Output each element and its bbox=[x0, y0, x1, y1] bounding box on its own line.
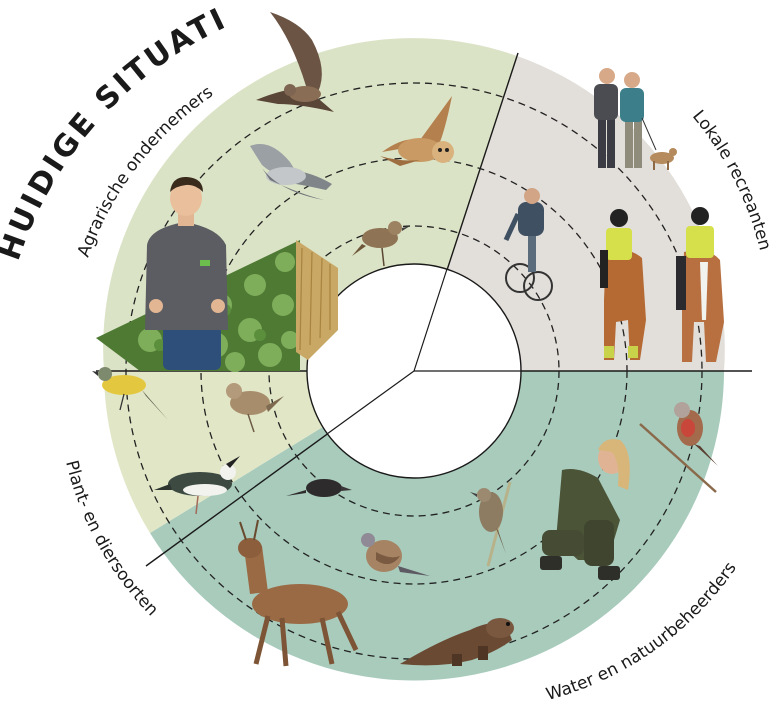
hub-divider-sw bbox=[326, 370, 415, 435]
ring-outer bbox=[125, 82, 703, 660]
horse-rider-icon bbox=[600, 209, 646, 360]
dashed-rings bbox=[125, 82, 703, 660]
otter-icon bbox=[400, 618, 514, 666]
agrarische-illustrations bbox=[96, 12, 454, 372]
kestrel-icon bbox=[256, 12, 334, 112]
plant-illustrations bbox=[92, 367, 359, 667]
water-shrew-icon bbox=[286, 479, 352, 497]
turtle-dove-icon bbox=[361, 533, 430, 576]
ring-inner bbox=[268, 225, 560, 517]
ranger-figure bbox=[540, 439, 630, 580]
wheat-field-icon bbox=[296, 240, 338, 360]
cyclist-icon bbox=[503, 188, 553, 301]
farmer-figure bbox=[145, 176, 228, 370]
hub-divider-north bbox=[413, 268, 448, 372]
walking-couple-with-dog-icon bbox=[594, 68, 677, 170]
harrier-icon bbox=[250, 144, 332, 200]
ring-middle bbox=[200, 157, 628, 585]
lokale-illustrations bbox=[503, 68, 724, 362]
yellow-wagtail-icon bbox=[92, 367, 168, 420]
lapwing-icon bbox=[154, 456, 240, 515]
roe-deer-icon bbox=[238, 519, 359, 667]
horse-rider-icon bbox=[676, 207, 724, 362]
linnet-icon bbox=[639, 402, 718, 493]
skylark-icon bbox=[226, 383, 284, 433]
owl-icon bbox=[380, 96, 454, 166]
water-illustrations bbox=[286, 402, 718, 666]
reed-warbler-icon bbox=[470, 481, 512, 567]
meadow-pipit-icon bbox=[352, 221, 410, 267]
